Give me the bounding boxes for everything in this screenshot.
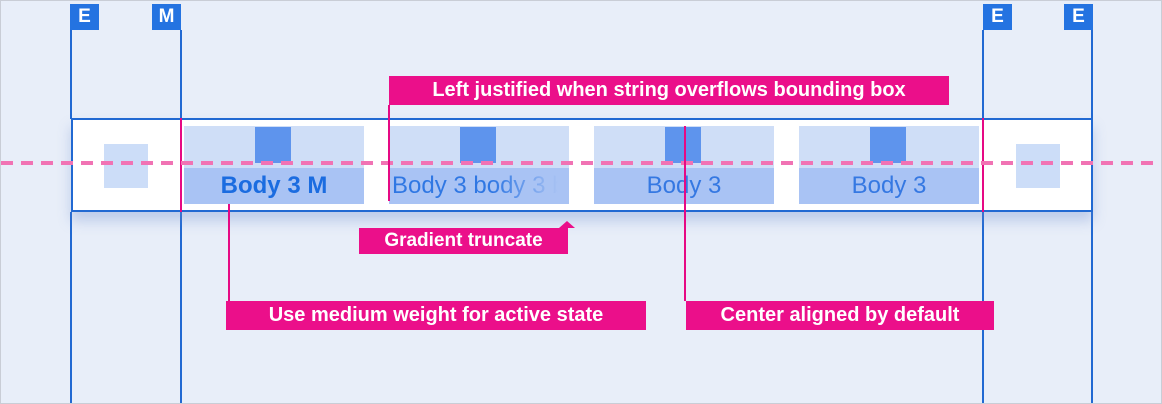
tab-overflow-truncated[interactable]: Body 3 body 3 b xyxy=(389,126,569,204)
tab-icon-placeholder xyxy=(665,127,701,163)
guide-line xyxy=(982,30,984,119)
right-slot-placeholder xyxy=(1016,144,1060,188)
spacing-marker-edge-right: E xyxy=(1064,4,1093,30)
marker-letter: E xyxy=(991,6,1004,27)
annotation-connector-center-aligned xyxy=(684,126,686,301)
tab-body3-last[interactable]: Body 3 xyxy=(799,126,979,204)
baseline-dashed-line xyxy=(1,161,1161,165)
annotation-connector-left-justified xyxy=(388,105,390,201)
marker-letter: E xyxy=(1072,6,1085,27)
guide-line xyxy=(180,212,182,403)
caret-up-icon xyxy=(559,221,575,228)
annotation-text: Center aligned by default xyxy=(720,304,960,326)
annotation-text: Use medium weight for active state xyxy=(268,304,604,326)
guide-line xyxy=(70,30,72,119)
tab-label: Body 3 body 3 b xyxy=(389,168,569,204)
annotation-text: Gradient truncate xyxy=(384,230,543,251)
left-slot-placeholder xyxy=(104,144,148,188)
annotation-connector-medium-weight xyxy=(228,204,230,301)
annotation-center-aligned: Center aligned by default xyxy=(686,301,994,330)
guide-line xyxy=(70,212,72,403)
spacing-marker-margin: M xyxy=(152,4,181,30)
marker-letter: E xyxy=(78,6,91,27)
tab-label: Body 3 M xyxy=(184,168,364,204)
tab-icon-placeholder xyxy=(255,127,291,163)
annotation-medium-weight: Use medium weight for active state xyxy=(226,301,646,330)
tab-label-text: Body 3 xyxy=(851,172,927,199)
guide-line xyxy=(1091,30,1093,119)
tab-active-body3m[interactable]: Body 3 M xyxy=(184,126,364,204)
guide-line xyxy=(180,30,182,119)
tab-icon-placeholder xyxy=(460,127,496,163)
tab-label: Body 3 xyxy=(799,168,979,204)
marker-letter: M xyxy=(158,6,175,27)
spacing-marker-edge-left: E xyxy=(70,4,99,30)
margin-guide-line xyxy=(180,118,182,212)
annotation-left-justified: Left justified when string overflows bou… xyxy=(389,76,949,105)
spacing-marker-margin-right: E xyxy=(983,4,1012,30)
margin-guide-line xyxy=(982,118,984,212)
guide-line xyxy=(1091,212,1093,403)
annotation-gradient-truncate: Gradient truncate xyxy=(359,221,575,254)
tab-icon-placeholder xyxy=(870,127,906,163)
annotation-text: Left justified when string overflows bou… xyxy=(432,79,906,101)
tab-label-text: Body 3 M xyxy=(220,172,328,199)
tab-label-text-gradient: Body 3 body 3 b xyxy=(392,168,565,203)
